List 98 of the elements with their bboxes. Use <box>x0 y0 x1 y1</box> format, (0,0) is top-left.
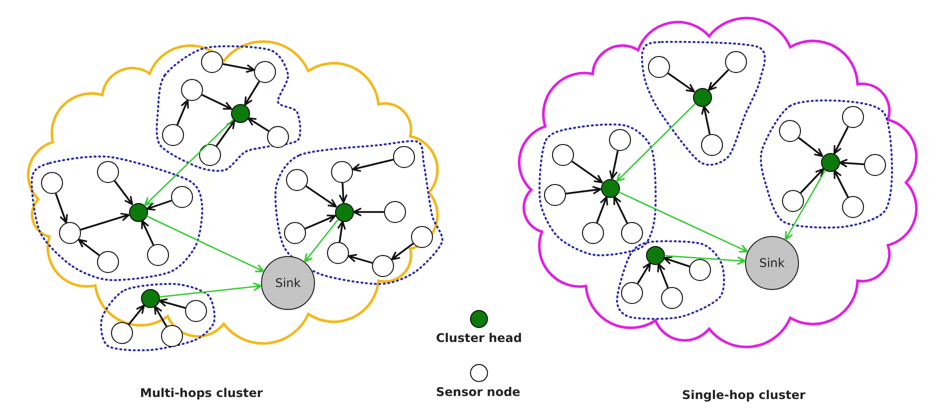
arrow <box>348 254 373 264</box>
sensor-node-circle <box>162 124 184 146</box>
sensor-node-circle <box>552 144 574 166</box>
arrow <box>618 191 748 253</box>
arrow <box>566 186 602 195</box>
cluster-head-dot <box>140 288 160 308</box>
sensor-node-circle <box>582 222 604 244</box>
sensor-node-circle <box>171 186 193 208</box>
cluster-outline <box>156 46 300 172</box>
sensor-node-circle <box>201 51 223 73</box>
arrow <box>304 219 339 263</box>
arrow <box>338 182 348 204</box>
arrow <box>158 298 186 309</box>
sensor-node-circle <box>544 184 566 206</box>
sensor-node-circle <box>327 242 349 264</box>
sensor-node-circle <box>254 61 276 83</box>
sensor-node-circle <box>411 226 433 248</box>
arrow <box>176 99 189 126</box>
arrow <box>664 254 746 266</box>
sensor-node-circle <box>185 300 207 322</box>
sensor-node-circle <box>59 222 81 244</box>
sensor-node-circle <box>331 161 353 183</box>
arrow <box>609 150 619 180</box>
arrow <box>800 168 824 194</box>
caption: Single-hop cluster <box>682 388 806 402</box>
arrow <box>159 282 262 298</box>
sensor-node-circle <box>267 126 289 148</box>
arrow <box>128 304 145 325</box>
legend-label: Sensor node <box>436 385 520 399</box>
arrow <box>571 160 604 184</box>
arrow <box>244 80 260 106</box>
arrow <box>141 220 154 246</box>
arrow <box>54 193 68 224</box>
cluster-outline <box>760 99 894 229</box>
arrow <box>352 208 384 216</box>
sensor-node-circle <box>286 169 308 191</box>
cluster-head-dot <box>230 104 250 122</box>
arrow <box>834 170 849 198</box>
arrow <box>784 170 826 240</box>
arrow <box>222 63 255 73</box>
cluster-outline <box>100 282 216 352</box>
arrow <box>596 196 608 224</box>
sink-node: Sink <box>745 236 799 290</box>
sensor-node-circle <box>111 322 133 344</box>
sensor-node-circle <box>97 251 119 273</box>
cluster-outline <box>30 155 204 282</box>
arrow <box>304 214 336 230</box>
arrow <box>337 220 346 242</box>
sensor-node-circle <box>161 325 183 347</box>
arrow <box>613 196 628 224</box>
arrow <box>838 158 864 168</box>
legend-label: Cluster head <box>436 331 522 345</box>
sensor-node-circle <box>97 161 119 183</box>
sensor-node-circle <box>782 190 804 212</box>
arrow <box>391 242 414 260</box>
sensor-node-circle <box>779 120 801 142</box>
sensor-node-circle <box>372 255 394 277</box>
sensor-node-circle <box>384 201 406 223</box>
arrow <box>144 119 234 206</box>
caption: Multi-hops cluster <box>140 386 263 400</box>
sink-node: Sink <box>261 256 315 310</box>
cluster-head-dot <box>646 246 664 264</box>
arrow <box>146 215 264 272</box>
arrow <box>663 256 690 268</box>
sensor-node-circle <box>621 222 643 244</box>
cluster-head-dot <box>820 152 840 172</box>
arrow <box>154 305 168 327</box>
arrow <box>636 262 651 284</box>
sensor-node-circle <box>284 222 306 244</box>
arrow <box>834 126 849 154</box>
sensor-node-circle <box>199 144 221 166</box>
sensor-node-circle <box>689 259 711 281</box>
cluster-outline <box>615 240 724 319</box>
cluster-head-dot <box>128 202 148 222</box>
arrow <box>247 117 270 132</box>
cluster-head-dot <box>600 178 620 198</box>
sensor-node-circle <box>621 282 643 304</box>
arrow <box>80 212 130 231</box>
arrow <box>352 158 394 172</box>
arrow <box>78 238 100 256</box>
sensor-node-circle <box>609 129 631 151</box>
cluster-outline <box>538 124 657 257</box>
sensor-node-circle <box>181 79 203 101</box>
sensor-node-circle <box>864 154 886 176</box>
sensor-node-circle <box>842 106 864 128</box>
arrow <box>202 94 232 110</box>
sensor-node-circle <box>661 287 683 309</box>
sensor-node-circle <box>147 244 169 266</box>
arrow <box>306 185 337 208</box>
sensor-node-circle <box>842 196 864 218</box>
arrow <box>146 200 172 211</box>
arrow <box>114 180 134 206</box>
arrow <box>216 120 236 147</box>
sensor-node-circle <box>41 172 63 194</box>
arrow <box>657 263 669 288</box>
cluster-head-dot <box>334 202 354 222</box>
sensor-node-circle <box>393 146 415 168</box>
arrow <box>798 137 824 157</box>
